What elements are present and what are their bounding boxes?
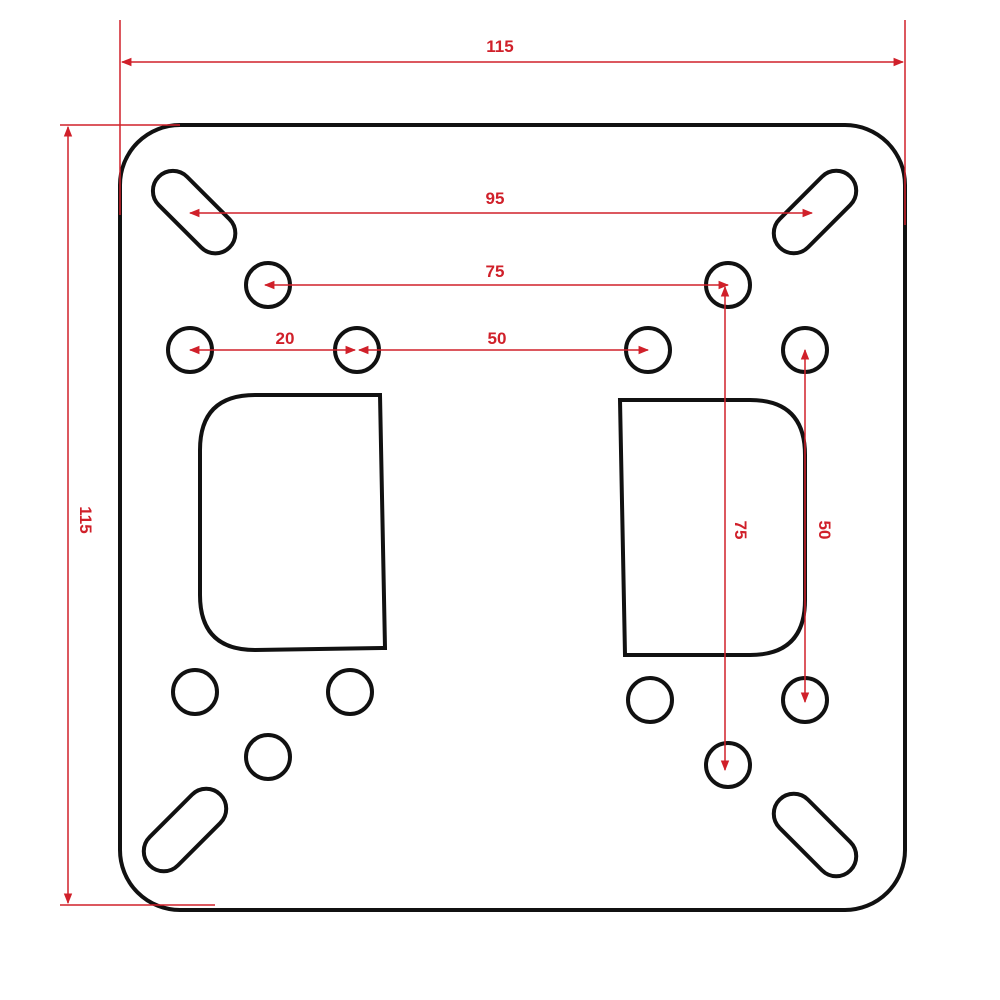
mounting-holes [166, 261, 829, 789]
hole-spacing-75-v-label: 75 [731, 521, 750, 540]
slot-bottom-right [771, 791, 859, 879]
slot-bottom-left [141, 786, 229, 874]
hole [244, 733, 292, 781]
hole [326, 668, 374, 716]
cutout-right [617, 398, 807, 657]
overall-height-dimension: 115 [60, 124, 215, 906]
slot-spacing-label: 95 [486, 189, 505, 208]
cutout-left [198, 393, 388, 653]
hole-spacing-50-h-label: 50 [488, 329, 507, 348]
slot-top-right [771, 168, 859, 256]
overall-height-label: 115 [76, 506, 95, 533]
slot-top-left [150, 168, 238, 256]
hole-spacing-50-v-label: 50 [815, 521, 834, 540]
hole-spacing-75-h-label: 75 [486, 262, 505, 281]
hole [704, 741, 752, 789]
hole-spacing-20-label: 20 [276, 329, 295, 348]
corner-slots [141, 168, 859, 879]
overall-width-label: 115 [486, 37, 513, 56]
hole [171, 668, 219, 716]
plate-outline [118, 123, 907, 912]
hole [626, 676, 674, 724]
overall-width-dimension: 115 [119, 20, 906, 225]
